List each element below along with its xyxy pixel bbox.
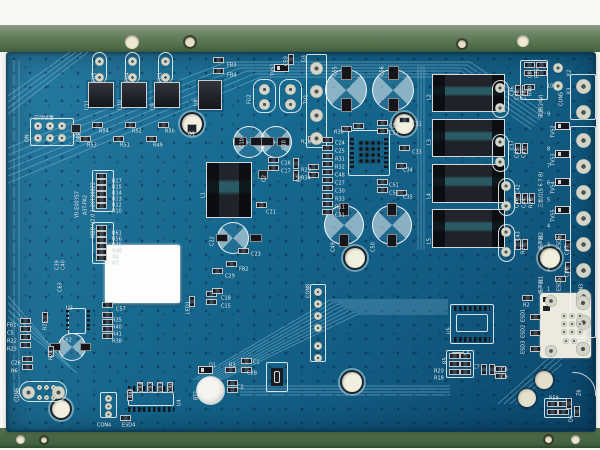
rail-hole (185, 37, 195, 47)
rail-hole (517, 35, 529, 47)
rail-hole (41, 437, 47, 443)
rail-hole (571, 435, 580, 444)
rail-hole (125, 35, 139, 49)
panel-rail-top (0, 25, 600, 52)
copper-pour-via-dots (6, 52, 594, 430)
rail-hole (545, 436, 552, 443)
rail-hole (16, 435, 25, 444)
panel-rail-bottom (0, 428, 600, 448)
rail-hole (458, 40, 466, 48)
